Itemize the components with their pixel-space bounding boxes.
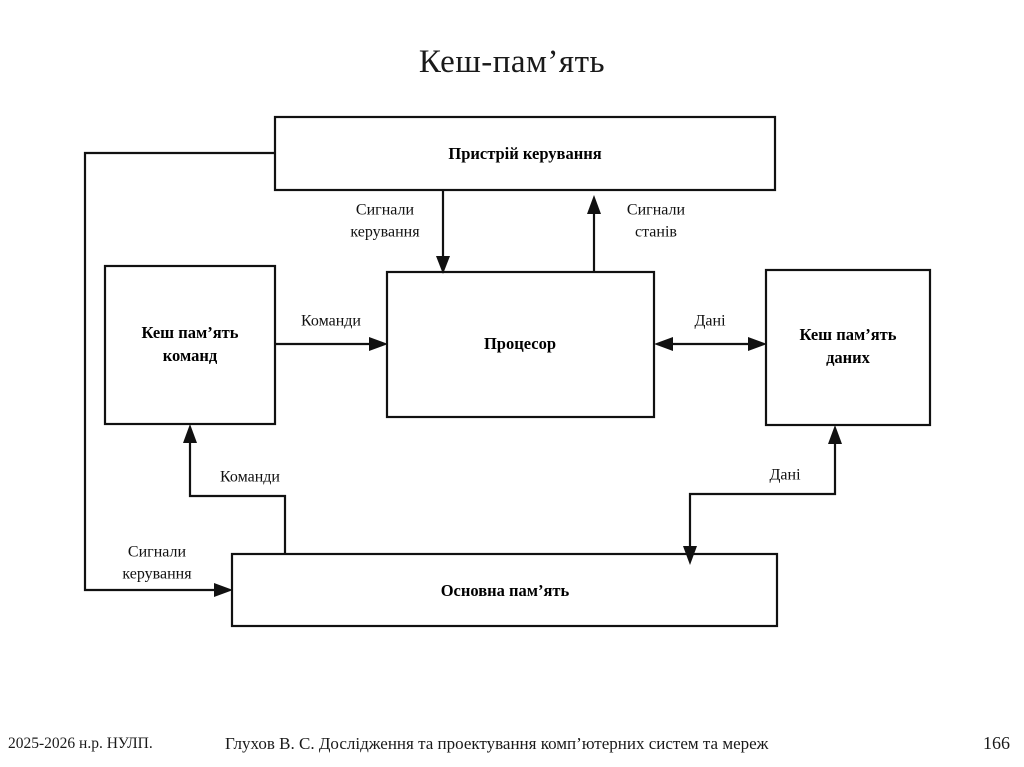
slide-footer: 2025-2026 н.р. НУЛП. Глухов В. С. Дослід…	[0, 725, 1024, 759]
diagram-canvas: Пристрій керування Кеш пам’ять команд Пр…	[83, 115, 932, 628]
arrowhead-down	[436, 256, 450, 274]
main-memory-box	[230, 552, 779, 628]
instruction-cache-box	[103, 264, 277, 426]
arrowhead-up	[587, 195, 601, 214]
data-from-memory-label: Дані	[769, 467, 801, 484]
edge-control-signals-to-processor: Сигнали керування	[350, 190, 450, 274]
instructions-to-processor-label: Команди	[301, 313, 361, 330]
instruction-cache-label-line1: Кеш пам’ять	[142, 323, 239, 342]
node-data-cache: Кеш пам’ять даних	[764, 268, 932, 427]
processor-label: Процесор	[484, 334, 556, 353]
edge-data-processor-datacache: Дані	[654, 313, 767, 351]
arrowhead-left	[654, 337, 673, 351]
control-signals-to-memory-label-line1: Сигнали	[128, 544, 187, 561]
arrowhead-up	[183, 424, 197, 443]
arrowhead-down	[683, 546, 697, 565]
status-signals-label-line2: станів	[635, 224, 677, 241]
data-cache-box	[764, 268, 932, 427]
footer-page-number: 166	[983, 733, 1010, 753]
control-unit-box	[273, 115, 777, 192]
edge-instructions-from-memory: Команди	[183, 424, 287, 554]
arrowhead-right	[369, 337, 388, 351]
edge-status-signals-to-control: Сигнали станів	[587, 195, 686, 272]
edge-control-signals-to-memory: Сигнали керування	[83, 151, 275, 597]
instructions-from-memory-label: Команди	[220, 469, 280, 486]
footer-course-text: 2025-2026 н.р. НУЛП.	[8, 735, 153, 752]
control-signals-to-memory-label-line2: керування	[122, 566, 192, 583]
control-unit-label: Пристрій керування	[448, 144, 601, 163]
edge-data-from-memory: Дані	[683, 425, 842, 565]
edge-instructions-to-processor: Команди	[275, 313, 388, 351]
page-title: Кеш-пам’ять	[418, 44, 606, 81]
node-main-memory: Основна пам’ять	[230, 552, 779, 628]
control-signals-label-line2: керування	[350, 224, 420, 241]
data-processor-datacache-label: Дані	[694, 313, 726, 330]
status-signals-label-line1: Сигнали	[627, 202, 686, 219]
arrowhead-right	[748, 337, 767, 351]
node-processor: Процесор	[385, 270, 656, 419]
processor-box	[385, 270, 656, 419]
main-memory-label: Основна пам’ять	[441, 581, 570, 600]
cache-memory-block-diagram: Пристрій керування Кеш пам’ять команд Пр…	[0, 95, 1024, 665]
control-signals-label-line1: Сигнали	[356, 202, 415, 219]
node-instruction-cache: Кеш пам’ять команд	[103, 264, 277, 426]
arrowhead-right	[214, 583, 233, 597]
arrowhead-up	[828, 425, 842, 444]
footer-author-text: Глухов В. С. Дослідження та проектування…	[225, 734, 769, 753]
node-control-unit: Пристрій керування	[273, 115, 777, 192]
data-cache-label-line2: даних	[826, 348, 871, 367]
data-cache-label-line1: Кеш пам’ять	[800, 325, 897, 344]
instruction-cache-label-line2: команд	[163, 346, 218, 365]
